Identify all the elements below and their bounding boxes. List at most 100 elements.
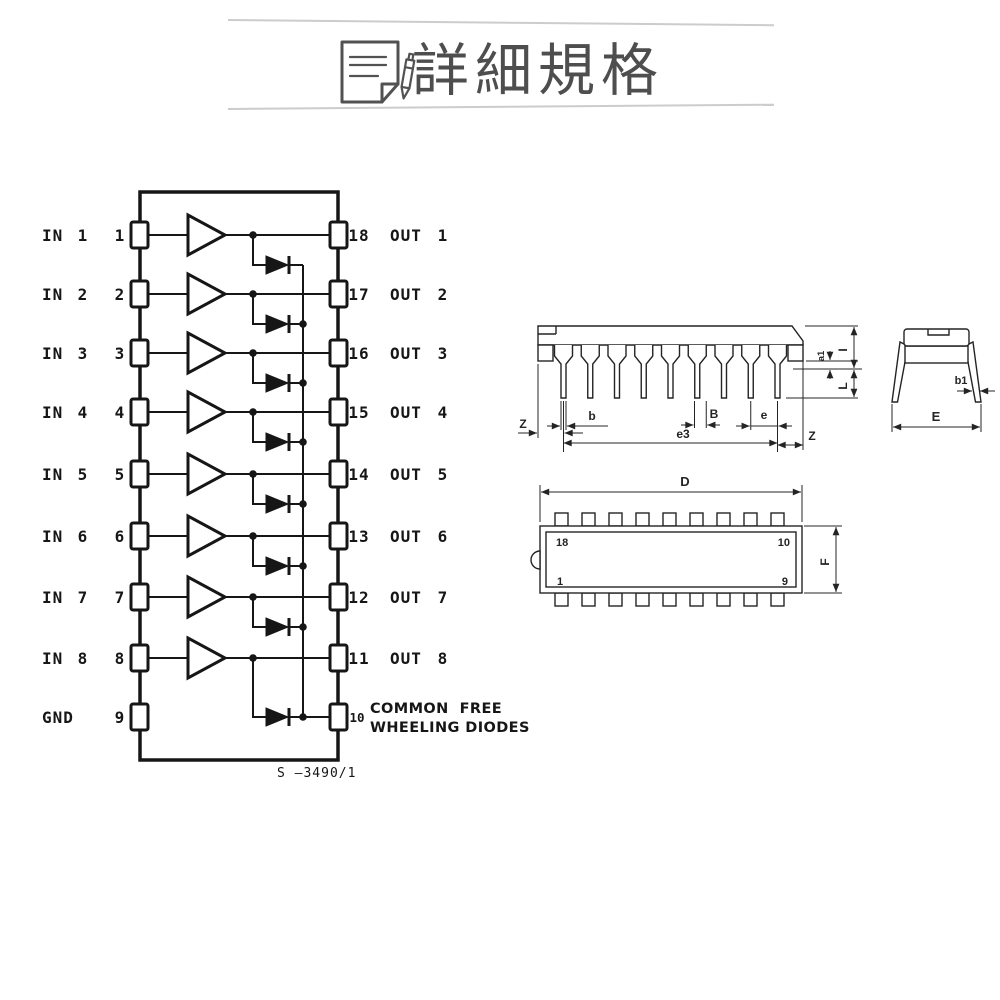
out-label: OUT xyxy=(390,527,422,546)
pin-num-left: 8 xyxy=(115,649,126,668)
package-body-top xyxy=(903,328,970,347)
side-view-dim-labels: Z b B e e3 Z a1 I L xyxy=(519,348,850,443)
package-body-inner xyxy=(545,531,797,588)
common-pin-num: 10 xyxy=(349,710,364,725)
pin-num-right: 12 xyxy=(348,588,369,607)
out-num: 5 xyxy=(438,465,449,484)
in-num: 5 xyxy=(78,465,89,484)
in-num: 3 xyxy=(78,344,89,363)
gnd-label: GND xyxy=(42,708,74,727)
out-num: 8 xyxy=(438,649,449,668)
in-label: IN xyxy=(42,344,63,363)
out-num: 1 xyxy=(438,226,449,245)
logic-diagram: IN 1 1 18 OUT 1 IN 2 2 17 OUT 2 IN 3 3 1… xyxy=(42,190,530,781)
dim-z-right: Z xyxy=(808,429,815,443)
gnd-pin-num: 9 xyxy=(115,708,126,727)
top-view-pin-18: 18 xyxy=(556,537,568,549)
dim-b: b xyxy=(588,409,595,423)
side-view-dimensions xyxy=(518,325,862,452)
in-num: 7 xyxy=(78,588,89,607)
package-leads-side xyxy=(553,345,788,399)
out-num: 7 xyxy=(438,588,449,607)
junction-dots xyxy=(249,231,307,721)
top-view-pin-1: 1 xyxy=(557,576,563,588)
package-body-side xyxy=(537,325,804,346)
pin1-notch-top-view xyxy=(530,550,541,570)
freewheel-diodes xyxy=(265,255,291,727)
pin-num-left: 5 xyxy=(115,465,126,484)
pin-num-right: 15 xyxy=(348,403,369,422)
pin-num-right: 17 xyxy=(348,285,369,304)
common-label-line2: WHEELING DIODES xyxy=(370,720,530,736)
dim-D: D xyxy=(680,474,689,489)
pin1-index-notch xyxy=(538,326,557,335)
document-pen-icon xyxy=(340,40,416,104)
in-num: 4 xyxy=(78,403,89,422)
in-label: IN xyxy=(42,465,63,484)
in-label: IN xyxy=(42,527,63,546)
dim-b1: b1 xyxy=(955,375,968,387)
top-view-pin-10: 10 xyxy=(778,537,790,549)
package-side-view: Z b B e e3 Z a1 I L xyxy=(518,325,862,452)
in-label: IN xyxy=(42,285,63,304)
in-num: 6 xyxy=(78,527,89,546)
out-label: OUT xyxy=(390,285,422,304)
pin-num-right: 14 xyxy=(348,465,369,484)
page-title: 詳細規格 xyxy=(412,39,664,103)
out-num: 2 xyxy=(438,285,449,304)
dim-B: B xyxy=(710,407,719,421)
dim-e: e xyxy=(761,408,768,422)
channel-labels: IN 1 1 18 OUT 1 IN 2 2 17 OUT 2 IN 3 3 1… xyxy=(42,226,530,781)
pin-num-left: 1 xyxy=(115,226,126,245)
document-fold-icon xyxy=(380,82,400,104)
package-end-view: b1 E xyxy=(891,328,995,432)
in-num: 2 xyxy=(78,285,89,304)
package-top-notch xyxy=(927,329,950,336)
document-sheet-icon xyxy=(340,40,400,104)
out-label: OUT xyxy=(390,344,422,363)
out-label: OUT xyxy=(390,226,422,245)
pin-num-left: 2 xyxy=(115,285,126,304)
pin-num-right: 18 xyxy=(348,226,369,245)
dim-F: F xyxy=(818,558,832,565)
document-lines-icon xyxy=(348,55,388,78)
buffer-triangles xyxy=(186,212,229,681)
out-num: 4 xyxy=(438,403,449,422)
dim-e3: e3 xyxy=(676,427,690,441)
channel-lines xyxy=(140,234,338,659)
in-num: 1 xyxy=(78,226,89,245)
pin-num-left: 7 xyxy=(115,588,126,607)
top-view-dimensions xyxy=(539,485,842,594)
ic-pins xyxy=(129,220,349,732)
pin-num-right: 13 xyxy=(348,527,369,546)
dim-z-left: Z xyxy=(519,417,526,431)
pin-num-left: 6 xyxy=(115,527,126,546)
dim-L: L xyxy=(836,382,850,389)
in-label: IN xyxy=(42,588,63,607)
out-num: 6 xyxy=(438,527,449,546)
dim-E: E xyxy=(932,409,941,424)
dim-a1: a1 xyxy=(816,350,827,361)
drawing-ref-label: S –3490/1 xyxy=(277,766,356,781)
pin-num-right: 11 xyxy=(348,649,369,668)
diode-branch-lines xyxy=(252,235,334,718)
dim-I: I xyxy=(836,348,850,351)
in-label: IN xyxy=(42,649,63,668)
package-top-view: D F 18 10 1 9 xyxy=(530,474,842,607)
common-label-line1: COMMON FREE xyxy=(370,701,502,717)
in-num: 8 xyxy=(78,649,89,668)
out-num: 3 xyxy=(438,344,449,363)
out-label: OUT xyxy=(390,465,422,484)
out-label: OUT xyxy=(390,403,422,422)
out-label: OUT xyxy=(390,588,422,607)
end-view-dimensions xyxy=(891,387,995,432)
package-body-band xyxy=(904,345,969,364)
pin-num-left: 3 xyxy=(115,344,126,363)
pin-num-left: 4 xyxy=(115,403,126,422)
ic-body-outline xyxy=(138,190,340,762)
in-label: IN xyxy=(42,403,63,422)
package-body-top-view xyxy=(539,525,803,594)
pen-icon xyxy=(400,52,416,100)
